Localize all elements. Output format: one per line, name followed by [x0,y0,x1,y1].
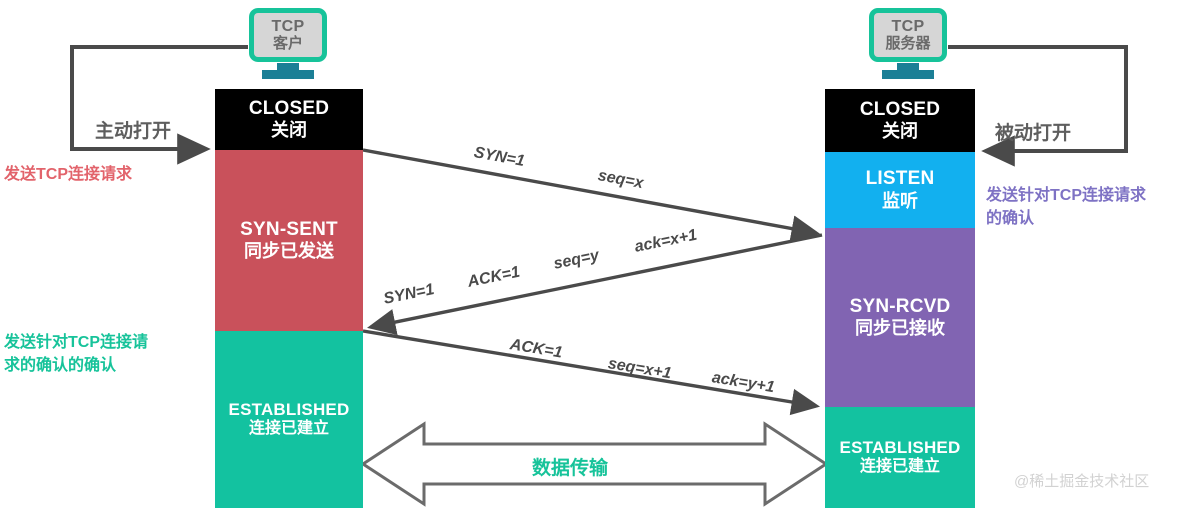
segment-syn-field-0: SYN=1 [472,144,526,171]
client-monitor-icon: TCP 客户 [249,8,327,79]
segment-syn-ack-field-1: ACK=1 [466,263,522,291]
client-state-closed-cn: 关闭 [271,120,307,141]
server-state-syn-rcvd-en: SYN-RCVD [849,295,951,317]
client-state-established-cn: 连接已建立 [248,420,329,438]
server-state-listen-cn: 监听 [882,190,918,211]
client-note-send-ack-of-ack: 发送针对TCP连接请 求的确认的确认 [4,331,148,377]
server-note-send-ack-line2: 的确认 [986,210,1035,228]
client-subtitle: 客户 [272,34,303,52]
client-state-syn-sent-cn: 同步已发送 [244,241,334,262]
server-title: TCP [891,17,925,35]
server-state-closed-en: CLOSED [859,98,941,120]
client-title: TCP [271,17,305,35]
client-state-closed-en: CLOSED [248,97,330,119]
server-state-closed: CLOSED 关闭 [825,89,975,152]
client-note-send-request: 发送TCP连接请求 [4,166,133,183]
client-state-syn-sent: SYN-SENT 同步已发送 [215,150,363,331]
segment-ack-field-2: ack=y+1 [710,369,776,397]
segment-syn-field-1: seq=x [596,167,645,193]
server-note-send-ack: 发送针对TCP连接请求 的确认 [986,184,1146,230]
server-monitor-icon: TCP 服务器 [869,8,947,79]
client-state-established: ESTABLISHED 连接已建立 [215,331,363,508]
client-monitor-screen: TCP 客户 [249,8,327,62]
server-state-syn-rcvd-cn: 同步已接收 [855,318,945,339]
server-monitor-base [882,70,934,79]
server-state-listen: LISTEN 监听 [825,152,975,228]
client-monitor-base [262,70,314,79]
server-subtitle: 服务器 [885,34,931,52]
segment-ack-field-1: seq=x+1 [606,355,673,383]
client-monitor-neck [277,63,299,70]
server-state-syn-rcvd: SYN-RCVD 同步已接收 [825,228,975,407]
data-transfer-label: 数据传输 [532,458,609,479]
client-note-send-ack-of-ack-line1: 发送针对TCP连接请 [4,334,149,351]
client-state-closed: CLOSED 关闭 [215,89,363,150]
watermark: @稀土掘金技术社区 [1014,473,1150,490]
server-monitor-screen: TCP 服务器 [869,8,947,62]
client-active-open-label: 主动打开 [95,121,172,142]
segment-syn-ack-field-0: SYN=1 [382,280,436,308]
server-monitor-neck [897,63,919,70]
server-state-listen-en: LISTEN [865,168,935,190]
segment-syn-ack-field-2: seq=y [552,247,601,273]
segment-ack-field-0: ACK=1 [508,336,564,362]
segment-syn-ack-field-3: ack=x+1 [633,226,699,256]
client-note-send-ack-of-ack-line2: 求的确认的确认 [4,357,117,375]
server-state-established-en: ESTABLISHED [839,438,961,458]
client-state-syn-sent-en: SYN-SENT [240,218,338,240]
server-passive-open-label: 被动打开 [995,123,1072,144]
client-state-established-en: ESTABLISHED [228,400,350,420]
server-state-established-cn: 连接已建立 [859,458,940,476]
server-state-established: ESTABLISHED 连接已建立 [825,407,975,508]
server-note-send-ack-line1: 发送针对TCP连接请求 [986,187,1147,204]
server-state-closed-cn: 关闭 [882,121,918,142]
